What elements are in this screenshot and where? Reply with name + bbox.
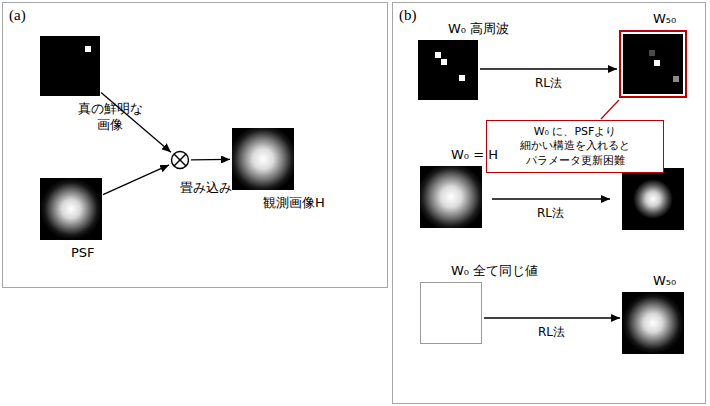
image-tile-node: W₅₀ — [622, 292, 684, 354]
callout-text: W₀ に、PSFより 細かい構造を入れると パラメータ更新困難 — [493, 125, 657, 168]
image-caption: 真の鮮明な 画像 — [70, 101, 150, 134]
image-caption: 観測画像H — [263, 195, 325, 211]
edge-label: RL法 — [538, 324, 565, 341]
method-label: RL法 — [537, 205, 564, 222]
image-tile-node: PSF — [40, 178, 102, 240]
restored-image-tile — [622, 168, 684, 230]
panel-frame: (b)W₀ 高周波W₅₀W₀ に、PSFより 細かい構造を入れると パラメータ更… — [392, 2, 706, 404]
callout-box: W₀ に、PSFより 細かい構造を入れると パラメータ更新困難 — [486, 120, 664, 173]
flow-arrow — [480, 68, 617, 69]
image-caption: 畳み込み — [180, 180, 232, 196]
panel-frame: (a)真の鮮明な 画像PSF畳み込み観測画像H — [2, 2, 388, 288]
panel-label: (b) — [399, 7, 417, 24]
image-caption: W₀ 全て同じ値 — [451, 263, 538, 279]
convolution-symbol — [170, 150, 190, 170]
image-tile — [420, 282, 482, 344]
flow-arrow — [103, 165, 169, 195]
image-tile-node: W₀ 高周波 — [418, 40, 478, 100]
image-tile-node: W₀ 全て同じ値 — [420, 282, 482, 344]
flow-arrow — [484, 317, 620, 318]
edge-label: RL法 — [535, 75, 562, 92]
image-tile — [40, 36, 100, 96]
rl-arrow — [492, 198, 610, 199]
image-caption: W₅₀ — [653, 11, 676, 27]
image-tile — [622, 292, 684, 354]
image-tile-node: 真の鮮明な 画像 — [40, 36, 100, 96]
image-caption: W₅₀ — [653, 273, 676, 289]
image-tile — [418, 40, 478, 100]
leader-line — [601, 100, 619, 119]
panel-label: (a) — [9, 7, 26, 24]
image-tile-node: W₀ = H — [420, 166, 482, 228]
image-tile-node: 観測画像H — [232, 128, 294, 190]
image-caption: W₀ 高周波 — [448, 21, 509, 37]
image-caption: PSF — [71, 245, 95, 261]
image-tile — [420, 166, 482, 228]
image-caption: W₀ = H — [451, 147, 498, 163]
image-tile — [40, 178, 102, 240]
image-tile — [232, 128, 294, 190]
image-tile-node: W₅₀ — [623, 34, 683, 94]
flow-arrow — [191, 159, 230, 161]
image-tile — [623, 34, 683, 94]
convolution-node: 畳み込み — [170, 150, 190, 170]
